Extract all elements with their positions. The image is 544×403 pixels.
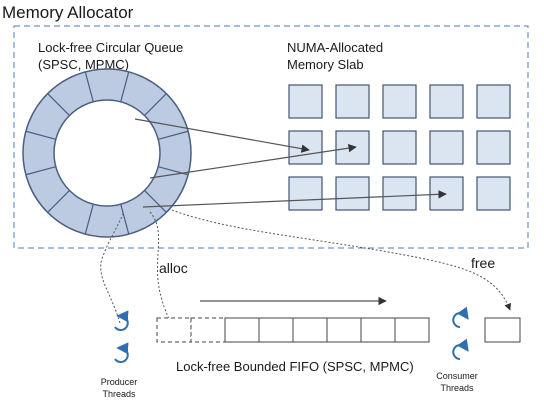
slab-cell (476, 84, 511, 119)
slab-cell (382, 84, 417, 119)
memory-allocator-boundary (13, 25, 529, 249)
slab-cell (335, 84, 370, 119)
slab-cell (382, 176, 417, 211)
queue-label-line1: Lock-free Circular Queue (38, 40, 183, 55)
slab-cell (429, 130, 464, 165)
ring-segment-divider (158, 130, 189, 140)
slab-label-line2: Memory Slab (287, 57, 364, 72)
circular-arrow-icon (452, 306, 469, 328)
fifo-label: Lock-free Bounded FIFO (SPSC, MPMC) (176, 359, 414, 374)
fifo-cell (224, 317, 260, 343)
bounded-fifo (156, 317, 430, 343)
memory-slab-grid (288, 84, 511, 211)
alloc-label: alloc (159, 260, 188, 276)
consumer-threads-icons (452, 306, 469, 360)
consumer-label-line2: Threads (440, 383, 474, 393)
consumer-label-line1: Consumer (436, 371, 478, 381)
ring-segment-divider (144, 190, 167, 213)
circular-arrow-icon (114, 342, 129, 363)
ring-segment-divider (25, 166, 56, 176)
fifo-cell (292, 317, 328, 343)
slab-label-line1: NUMA-Allocated (287, 40, 383, 55)
producer-label-line2: Threads (102, 389, 136, 399)
ring-segment-divider (84, 204, 94, 235)
slab-cell (288, 176, 323, 211)
ring-segment-divider (47, 190, 70, 213)
slab-cell (476, 176, 511, 211)
producer-label-line1: Producer (101, 377, 138, 387)
queue-to-slab-arrow-3 (142, 190, 447, 208)
circular-arrow-icon (452, 338, 469, 360)
producer-to-queue-curve (100, 213, 124, 324)
fifo-cell (360, 317, 396, 343)
free-curve (171, 209, 512, 311)
ring-segment-divider (25, 130, 56, 140)
diagram-title: Memory Allocator (2, 3, 134, 22)
ring-segment-divider (120, 71, 130, 102)
ring-segment-divider (84, 71, 94, 102)
slab-cell (335, 176, 370, 211)
fifo-cell (258, 317, 294, 343)
ring-segment-divider (120, 204, 130, 235)
queue-to-slab-arrow-2 (149, 143, 357, 179)
circular-arrow-icon (114, 310, 129, 331)
ring-segment-divider (47, 93, 70, 116)
slab-cell (382, 130, 417, 165)
fifo-cell-empty (190, 317, 226, 343)
fifo-cell (326, 317, 362, 343)
slab-cell (429, 84, 464, 119)
circular-queue-ring (22, 68, 192, 238)
slab-cell (476, 130, 511, 165)
fifo-cell-empty (156, 317, 192, 343)
slab-cell (288, 84, 323, 119)
queue-label-line2: (SPSC, MPMC) (38, 57, 129, 72)
ring-segment-divider (144, 93, 167, 116)
consumer-slot (484, 317, 521, 343)
fifo-cell (394, 317, 430, 343)
slab-cell (429, 176, 464, 211)
alloc-curve (149, 211, 174, 327)
queue-to-slab-arrow-1 (134, 118, 310, 153)
producer-threads-icons (114, 310, 129, 363)
free-label: free (471, 255, 495, 271)
